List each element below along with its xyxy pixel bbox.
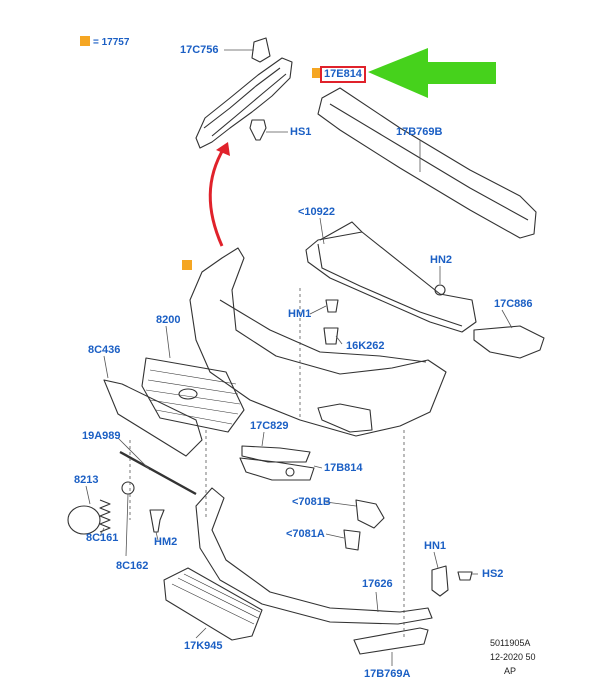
label-7081b: <7081B (292, 496, 331, 508)
bezel-17b814 (239, 457, 315, 481)
label-8c162: 8C162 (116, 560, 149, 572)
label-8200: 8200 (156, 314, 181, 326)
label-hm2: HM2 (154, 536, 178, 548)
bracket-17e814 (195, 57, 293, 149)
legend: = 17757 (80, 36, 129, 48)
screw-hm2 (149, 509, 165, 533)
legend-text: = 17757 (93, 37, 130, 48)
clip-17c756 (251, 37, 271, 63)
bezel-17c829 (241, 445, 311, 463)
bracket-7081a (343, 529, 361, 551)
label-hn1: HN1 (424, 540, 447, 552)
label-17k945: 17K945 (184, 640, 223, 652)
clip-16k262 (323, 327, 339, 345)
bumper-cover (189, 247, 447, 437)
screw-hs1 (249, 119, 267, 141)
label-17c756: 17C756 (180, 44, 219, 56)
drawing-date: 12-2020 50 (490, 652, 536, 662)
label-8c436: 8C436 (88, 344, 121, 356)
nut-8c162 (121, 481, 135, 495)
grille-surround-8c436 (103, 379, 203, 457)
label-hs2: HS2 (482, 568, 504, 580)
label-17626: 17626 (362, 578, 393, 590)
nut-hn2 (434, 284, 446, 296)
clip-hm1 (325, 299, 339, 313)
red-arrow (208, 147, 226, 247)
label-17c886: 17C886 (494, 298, 533, 310)
lower-grille-17k945 (163, 567, 263, 641)
label-17c829: 17C829 (250, 420, 289, 432)
label-hs1: HS1 (290, 126, 312, 138)
label-8213: 8213 (74, 474, 99, 486)
emblem-8213 (67, 505, 101, 535)
grille-8200 (141, 357, 245, 433)
label-10922: <10922 (298, 206, 336, 218)
drawing-region: AP (504, 666, 517, 676)
label-8c161: 8C161 (86, 532, 119, 544)
green-arrow (368, 48, 496, 98)
bracket-7081b (355, 499, 385, 529)
absorber-17b769a (353, 627, 429, 655)
label-16k262: 16K262 (346, 340, 385, 352)
label-17e814-highlighted: 17E814 (320, 66, 366, 83)
spring-8c161 (99, 499, 111, 533)
bracket-hn1 (431, 565, 449, 597)
marker-square-icon (182, 260, 192, 270)
absorber-17b769b (317, 87, 537, 239)
legend-marker-icon (80, 36, 90, 46)
label-7081a: <7081A (286, 528, 325, 540)
marker-square-icon (312, 68, 322, 78)
label-hn2: HN2 (430, 254, 453, 266)
label-hm1: HM1 (288, 308, 312, 320)
label-17b769a: 17B769A (364, 668, 411, 680)
strip-19a989 (119, 450, 197, 496)
drawing-number: 5011905A (490, 638, 531, 648)
lower-bumper-17626 (195, 487, 433, 625)
label-17b769b: 17B769B (396, 126, 443, 138)
label-17b814: 17B814 (324, 462, 363, 474)
label-19a989: 19A989 (82, 430, 121, 442)
screw-hs2 (457, 571, 473, 581)
bracket-17c886 (473, 325, 545, 359)
reinforcement-10922 (305, 231, 477, 333)
